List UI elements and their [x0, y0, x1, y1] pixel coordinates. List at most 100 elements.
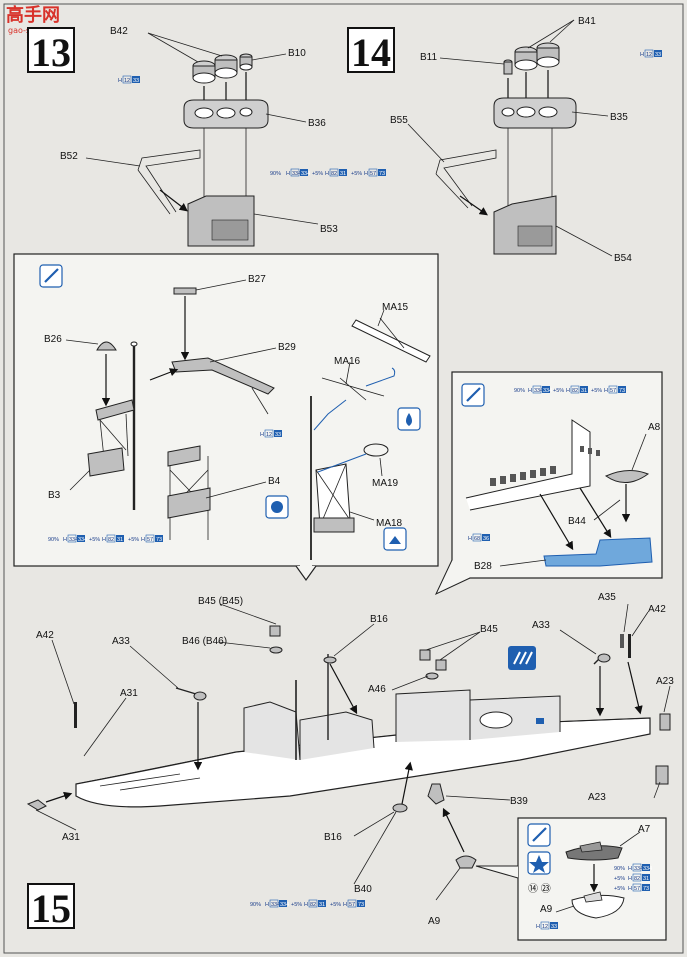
glue-drop-icon — [397, 407, 421, 431]
part-b26 — [96, 341, 117, 351]
part-b11 — [503, 59, 513, 75]
step-number-box — [27, 883, 75, 929]
svg-text:82: 82 — [310, 902, 316, 908]
svg-text:33: 33 — [275, 432, 281, 438]
svg-text:+5%: +5% — [128, 537, 139, 543]
label-a31-lower: A31 — [62, 832, 80, 843]
svg-text:334: 334 — [271, 902, 280, 908]
label-b35: B35 — [610, 112, 628, 123]
svg-text:82: 82 — [108, 537, 114, 543]
label-b11: B11 — [420, 52, 437, 63]
svg-text:+5%: +5% — [89, 537, 100, 543]
svg-text:12: 12 — [646, 52, 652, 58]
svg-text:334: 334 — [280, 902, 289, 908]
antenna-inset: A8 B44 B28 90% H 334 334 +5% H 82 31 +5%… — [434, 371, 663, 596]
flag-icon — [508, 646, 536, 670]
svg-text:H: H — [141, 537, 145, 543]
paintbrush-icon — [461, 383, 485, 407]
svg-text:H: H — [118, 78, 122, 84]
part-a31 — [26, 799, 47, 811]
part-b45 — [269, 625, 447, 671]
svg-text:H: H — [63, 537, 67, 543]
label-a42-right: A42 — [648, 604, 666, 615]
svg-text:+5%: +5% — [351, 171, 362, 177]
step-14: 14 B41 B11 — [347, 16, 662, 264]
label-b36: B36 — [308, 118, 326, 129]
paint-code-mix: 90% H 334 334 +5% H 82 31 +5% H 57 73 — [514, 385, 626, 394]
svg-text:73: 73 — [358, 902, 364, 908]
label-b29: B29 — [278, 342, 296, 353]
label-b3: B3 — [48, 490, 61, 501]
svg-text:57: 57 — [370, 171, 376, 177]
paint-code-mix: 90% H 334 334 +5% H 82 31 +5% H 57 73 — [270, 168, 386, 177]
svg-text:+5%: +5% — [614, 876, 625, 882]
part-b27 — [173, 287, 197, 295]
star-icon — [527, 851, 551, 875]
svg-text:H: H — [628, 866, 632, 872]
step-15: 15 — [26, 592, 674, 931]
label-ma15: MA15 — [382, 302, 409, 313]
label-ma18: MA18 — [376, 518, 403, 529]
label-b52: B52 — [60, 151, 78, 162]
label-a7: A7 — [638, 824, 651, 835]
label-a31-upper: A31 — [120, 688, 138, 699]
direction-up-icon — [383, 527, 407, 551]
label-ma19: MA19 — [372, 478, 399, 489]
svg-text:90%: 90% — [270, 171, 281, 177]
paint-code-mix: 90% H 334 334 +5% H 82 31 +5% H 57 73 — [250, 899, 365, 908]
paint-code-h12: H 12 33 — [118, 75, 140, 84]
svg-text:H: H — [325, 171, 329, 177]
paint-code-mix: 90% H 334 334 +5% H 82 31 +5% H 57 73 — [48, 534, 163, 543]
paint-code-h12: H 12 33 — [640, 49, 662, 58]
svg-text:H: H — [536, 924, 540, 930]
label-a35: A35 — [598, 592, 616, 603]
svg-text:12: 12 — [542, 924, 548, 930]
svg-text:H: H — [604, 388, 608, 394]
svg-text:31: 31 — [340, 171, 346, 177]
label-b16-lower: B16 — [324, 832, 342, 843]
part-b3 — [87, 399, 135, 477]
svg-text:334: 334 — [292, 171, 301, 177]
svg-text:73: 73 — [643, 886, 649, 892]
part-ma16 — [321, 377, 385, 401]
part-a35 — [620, 634, 624, 648]
paintbrush-icon — [527, 823, 551, 847]
svg-text:H: H — [628, 876, 632, 882]
svg-text:90%: 90% — [614, 866, 625, 872]
part-a33-right — [593, 653, 611, 665]
svg-text:90%: 90% — [250, 902, 261, 908]
part-b46 — [269, 646, 283, 654]
svg-text:+5%: +5% — [330, 902, 341, 908]
label-a9: A9 — [428, 916, 441, 927]
svg-text:57: 57 — [147, 537, 153, 543]
part-b16-upper — [323, 656, 337, 664]
part-b28 — [543, 537, 653, 567]
both-sides-icon — [265, 495, 289, 519]
part-a46 — [425, 672, 439, 680]
svg-text:H: H — [343, 902, 347, 908]
svg-text:33: 33 — [133, 78, 139, 84]
paint-code-h68: H 68 36 — [468, 533, 490, 542]
part-ma15 — [351, 319, 431, 363]
step-number-box — [27, 27, 75, 73]
label-b40: B40 — [354, 884, 372, 895]
part-b39 — [427, 783, 445, 805]
svg-text:H: H — [102, 537, 106, 543]
svg-text:31: 31 — [117, 537, 123, 543]
svg-text:68: 68 — [474, 536, 480, 542]
label-b53: B53 — [320, 224, 338, 235]
svg-text:31: 31 — [643, 876, 649, 882]
svg-text:+5%: +5% — [291, 902, 302, 908]
svg-text:+5%: +5% — [312, 171, 323, 177]
svg-text:334: 334 — [534, 388, 543, 394]
part-b41-stacks — [514, 42, 560, 71]
svg-text:334: 334 — [643, 866, 652, 872]
svg-text:90%: 90% — [514, 388, 525, 394]
part-a42-left — [74, 702, 77, 728]
svg-text:H: H — [468, 536, 472, 542]
step-13: 13 — [27, 26, 386, 247]
svg-text:H: H — [364, 171, 368, 177]
svg-text:31: 31 — [581, 388, 587, 394]
label-b4: B4 — [268, 476, 281, 487]
part-b42-stacks — [192, 54, 238, 84]
